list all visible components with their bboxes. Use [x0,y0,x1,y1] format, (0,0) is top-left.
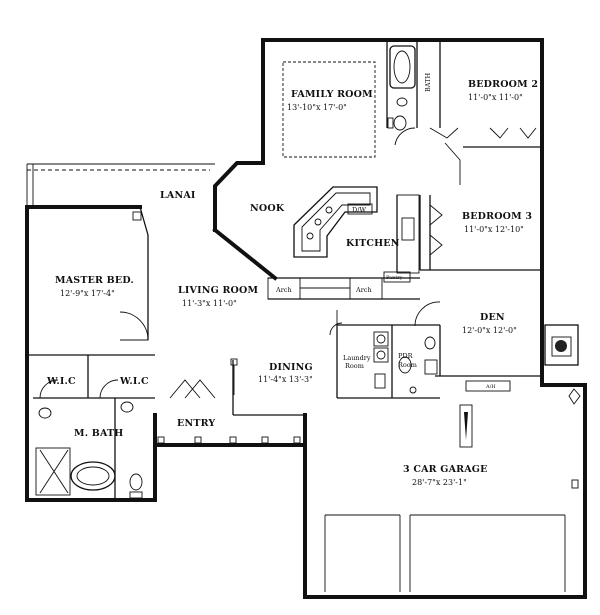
laundry-label-line2: Room [345,362,364,370]
living-room-dims: 11'-3"x 11'-0" [182,299,237,308]
entry-label: ENTRY [177,418,215,429]
den-label: DEN [480,312,505,323]
door-swings [39,127,537,399]
family-room-dims: 13'-10"x 17'-0" [287,103,347,112]
living-room-label: LIVING ROOM [178,285,258,296]
pantry-label: Pantry [386,275,403,281]
interior-walls [27,40,542,500]
kitchen-island [293,186,378,258]
family-room-label: FAMILY ROOM [291,89,373,100]
den-dims: 12'-0"x 12'-0" [462,326,517,335]
pdr-label-line1: PDR [398,352,414,360]
bedroom-3-label: BEDROOM 3 [462,211,532,222]
bedroom-3-dims: 11'-0"x 12'-10" [464,225,524,234]
wic-left-label: W.I.C [46,376,76,387]
arch-right-label: Arch [355,286,372,294]
arch-left-label: Arch [275,286,292,294]
master-bed-dims: 12'-9"x 17'-4" [60,289,115,298]
lanai-label: LANAI [160,190,196,201]
m-bath-label: M. BATH [74,428,123,439]
dw-label: D/W [352,206,366,214]
wic-right-label: W.I.C [119,376,149,387]
porch-columns [157,436,301,444]
bedroom-2-label: BEDROOM 2 [468,79,538,90]
bedroom-2-dims: 11'-0"x 11'-0" [468,93,523,102]
exterior-walls [25,38,587,599]
garage-dims: 28'-7"x 23'-1" [412,478,467,487]
pdr-label-line2: Room [398,361,417,369]
dining-label: DINING [269,362,313,373]
bath-label: BATH [424,73,432,92]
garage-label: 3 CAR GARAGE [403,464,488,475]
ah-label: A/H [485,384,496,390]
kitchen-label: KITCHEN [346,238,400,249]
nook-label: NOOK [250,203,285,214]
master-bed-label: MASTER BED. [55,275,134,286]
dining-dims: 11'-4"x 13'-3" [258,375,313,384]
laundry-label-line1: Laundry [343,354,371,362]
